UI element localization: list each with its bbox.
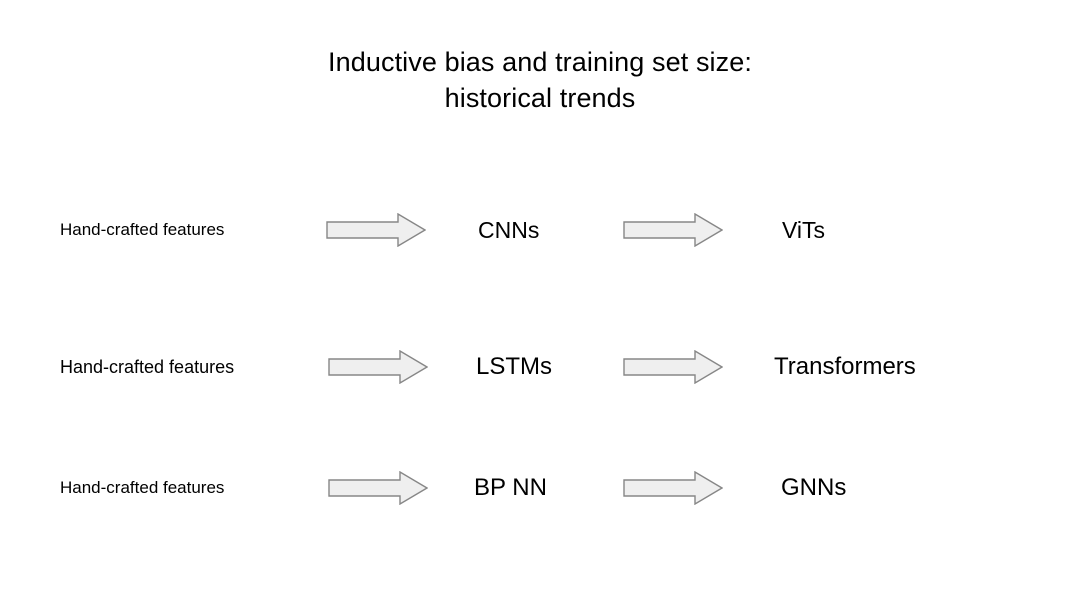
right-arrow-icon	[623, 471, 723, 505]
flow-node-target: Transformers	[774, 353, 916, 380]
flow-node-source: Hand-crafted features	[60, 478, 225, 497]
flow-node-middle: LSTMs	[476, 353, 553, 380]
flow-node-target: GNNs	[781, 474, 847, 501]
arrow-slot	[623, 337, 727, 397]
flow-node-source: Hand-crafted features	[60, 220, 225, 239]
arrow-slot	[328, 337, 432, 397]
right-arrow-icon	[623, 213, 723, 247]
arrow-slot	[623, 458, 727, 518]
right-arrow-icon	[326, 213, 426, 247]
page-title-line-2: historical trends	[444, 83, 636, 113]
arrow-slot	[328, 458, 432, 518]
flow-row: Hand-crafted features BP NN GNNs	[0, 458, 1080, 518]
flow-node-middle: BP NN	[474, 474, 547, 501]
flow-node-source: Hand-crafted features	[60, 356, 235, 377]
flow-node-middle: CNNs	[478, 216, 540, 243]
page-title: Inductive bias and training set size: hi…	[0, 44, 1080, 116]
right-arrow-icon	[328, 350, 428, 384]
right-arrow-icon	[623, 350, 723, 384]
flow-row: Hand-crafted features CNNs ViTs	[0, 200, 1080, 260]
flow-node-target: ViTs	[782, 216, 826, 243]
arrow-slot	[326, 200, 430, 260]
arrow-slot	[623, 200, 727, 260]
right-arrow-icon	[328, 471, 428, 505]
page-title-line-1: Inductive bias and training set size:	[328, 47, 752, 77]
flow-row: Hand-crafted features LSTMs Transformers	[0, 337, 1080, 397]
